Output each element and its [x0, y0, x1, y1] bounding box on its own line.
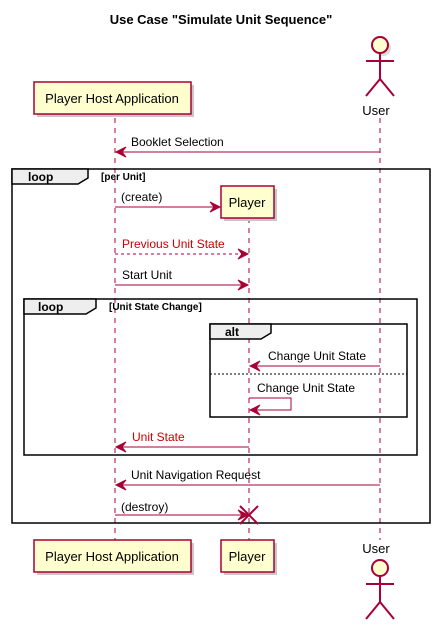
player-label-created: Player	[229, 195, 267, 210]
message-change-unit-state-user: Change Unit State	[248, 349, 380, 372]
inner-loop-keyword: loop	[38, 300, 63, 314]
user-actor-top: User	[362, 36, 395, 118]
user-actor-bottom: User	[362, 541, 395, 620]
outer-loop-keyword: loop	[28, 170, 53, 184]
host-label-top: Player Host Application	[45, 91, 179, 106]
message-destroy: (destroy)	[115, 500, 250, 521]
message-label: (destroy)	[121, 500, 168, 514]
message-booklet-selection: Booklet Selection	[114, 135, 380, 158]
message-label: Previous Unit State	[122, 237, 225, 251]
inner-loop-condition: [Unit State Change]	[109, 302, 202, 313]
message-label: Booklet Selection	[131, 135, 224, 149]
host-label-bottom: Player Host Application	[45, 549, 179, 564]
message-label: Unit State	[132, 430, 185, 444]
alt-keyword: alt	[225, 325, 239, 339]
message-unit-state: Unit State	[114, 430, 249, 453]
message-label: Start Unit	[122, 268, 173, 282]
diagram-title: Use Case "Simulate Unit Sequence"	[110, 12, 333, 27]
player-participant-bottom: Player	[220, 539, 277, 575]
outer-loop-fragment: loop [per Unit]	[11, 168, 431, 524]
message-label: Unit Navigation Request	[131, 468, 261, 482]
player-participant-created: Player	[220, 185, 277, 221]
message-label: Change Unit State	[257, 381, 355, 395]
alt-fragment: alt	[209, 323, 408, 418]
message-label: (create)	[121, 190, 162, 204]
message-start-unit: Start Unit	[115, 268, 250, 291]
user-label-top: User	[362, 103, 390, 118]
destroy-x-icon	[239, 505, 259, 525]
host-participant-bottom: Player Host Application	[33, 539, 194, 575]
message-change-unit-state-self: Change Unit State	[248, 381, 355, 416]
message-label: Change Unit State	[268, 349, 366, 363]
host-participant-top: Player Host Application	[33, 81, 194, 117]
message-create: (create)	[115, 190, 222, 213]
player-label-bottom: Player	[229, 549, 267, 564]
message-unit-navigation-request: Unit Navigation Request	[114, 468, 380, 491]
message-previous-unit-state: Previous Unit State	[115, 237, 250, 260]
inner-loop-fragment: loop [Unit State Change]	[23, 298, 418, 456]
outer-loop-condition: [per Unit]	[101, 172, 145, 183]
user-label-bottom: User	[362, 541, 390, 556]
